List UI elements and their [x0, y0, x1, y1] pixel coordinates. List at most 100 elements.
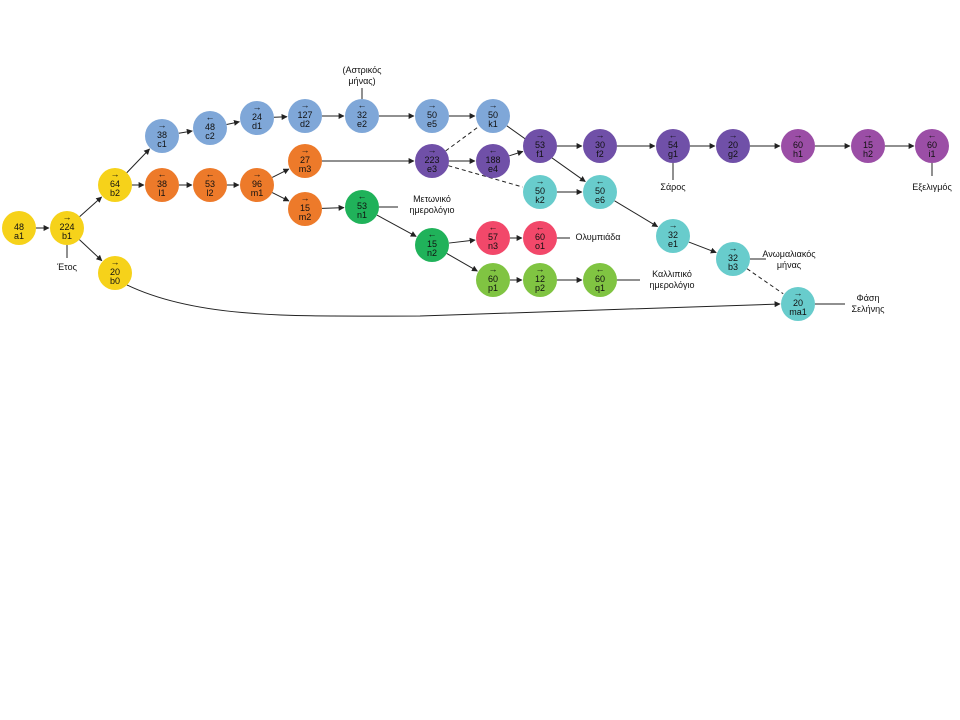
gear-label-b3: b3: [728, 262, 738, 272]
gear-label-b0: b0: [110, 276, 120, 286]
gear-circle-i1: [915, 129, 949, 163]
edges-layer: [36, 113, 915, 317]
gear-circle-h1: [781, 129, 815, 163]
gear-direction-e4: ←: [489, 145, 498, 155]
gear-label-o1: o1: [535, 241, 545, 251]
gear-label-a1: a1: [14, 231, 24, 241]
gear-direction-e1: →: [669, 220, 678, 230]
annotation-etos: Έτος: [56, 262, 77, 272]
gear-direction-m3: →: [301, 145, 310, 155]
annotation-line-kallippiko-1: ημερολόγιο: [649, 280, 694, 290]
annotation-line-exeligmos-0: Εξελιγμός: [912, 182, 952, 192]
gear-label-m2: m2: [299, 212, 312, 222]
gear-teeth-q1: 60: [595, 274, 605, 284]
gear-circle-f2: [583, 129, 617, 163]
gear-circle-b1: [50, 211, 84, 245]
gear-circle-c2: [193, 111, 227, 145]
gear-teeth-d2: 127: [297, 110, 312, 120]
edge-e1-b3: [688, 241, 717, 254]
gear-teeth-e1: 32: [668, 230, 678, 240]
gear-teeth-l2: 53: [205, 179, 215, 189]
annotation-line-saros-0: Σάρος: [660, 182, 686, 192]
edge-n1-n2: [376, 214, 417, 237]
annotation-line-anomaliakos-1: μήνας: [777, 260, 802, 270]
gear-direction-n3: ←: [489, 222, 498, 232]
edge-b0-ma1: [126, 284, 781, 317]
gear-label-d2: d2: [300, 119, 310, 129]
gear-circle-e1: [656, 219, 690, 253]
edge-b2-c1: [126, 148, 150, 174]
gear-teeth-e4: 188: [485, 155, 500, 165]
gear-circle-d2: [288, 99, 322, 133]
dashed-edge-e3-k2: [448, 165, 523, 188]
annotation-exeligmos: Εξελιγμός: [912, 182, 952, 192]
gear-label-k1: k1: [488, 119, 498, 129]
gear-direction-d1: →: [253, 102, 262, 112]
dashed-edge-e3-k1: [445, 126, 479, 152]
gear-label-ma1: ma1: [789, 307, 807, 317]
gear-teeth-b3: 32: [728, 253, 738, 263]
gear-circle-b0: [98, 256, 132, 290]
gear-circle-m2: [288, 192, 322, 226]
annotation-line-anomaliakos-0: Ανωμαλιακός: [762, 249, 816, 259]
gear-label-c2: c2: [205, 131, 215, 141]
gear-direction-p2: →: [536, 264, 545, 274]
gear-circle-c1: [145, 119, 179, 153]
gear-circle-k2: [523, 175, 557, 209]
annotation-leaders: [66, 88, 933, 305]
gear-circle-k1: [476, 99, 510, 133]
edge-m1-m3: [271, 168, 290, 178]
gear-label-h1: h1: [793, 149, 803, 159]
gear-direction-e3: →: [428, 145, 437, 155]
gear-circle-e2: [345, 99, 379, 133]
annotation-line-metoniko-1: ημερολόγιο: [409, 205, 454, 215]
gear-circle-f1: [523, 129, 557, 163]
gear-teeth-m3: 27: [300, 155, 310, 165]
gear-teeth-f1: 53: [535, 140, 545, 150]
gear-direction-g2: →: [729, 130, 738, 140]
gear-teeth-e2: 32: [357, 110, 367, 120]
gear-label-n3: n3: [488, 241, 498, 251]
gear-teeth-e5: 50: [427, 110, 437, 120]
gear-teeth-b2: 64: [110, 179, 120, 189]
gear-label-e1: e1: [668, 239, 678, 249]
gear-direction-i1: ←: [928, 130, 937, 140]
gear-circle-l2: [193, 168, 227, 202]
gear-direction-n2: ←: [428, 229, 437, 239]
gear-teeth-p2: 12: [535, 274, 545, 284]
gear-label-l2: l2: [206, 188, 213, 198]
annotation-line-fasi-0: Φάση: [857, 293, 880, 303]
gear-label-g1: g1: [668, 149, 678, 159]
gear-teeth-b0: 20: [110, 267, 120, 277]
gear-direction-g1: ←: [669, 130, 678, 140]
gear-label-m1: m1: [251, 188, 264, 198]
nodes-layer: 48a1→224b1→64b2→20b0→38c1←48c2→24d1→127d…: [2, 99, 949, 321]
gear-circle-q1: [583, 263, 617, 297]
gear-label-g2: g2: [728, 149, 738, 159]
gear-circle-e3: [415, 144, 449, 178]
gear-teeth-p1: 60: [488, 274, 498, 284]
gear-teeth-k1: 50: [488, 110, 498, 120]
gear-circle-p1: [476, 263, 510, 297]
edge-n2-n3: [448, 237, 476, 244]
gear-label-e4: e4: [488, 164, 498, 174]
